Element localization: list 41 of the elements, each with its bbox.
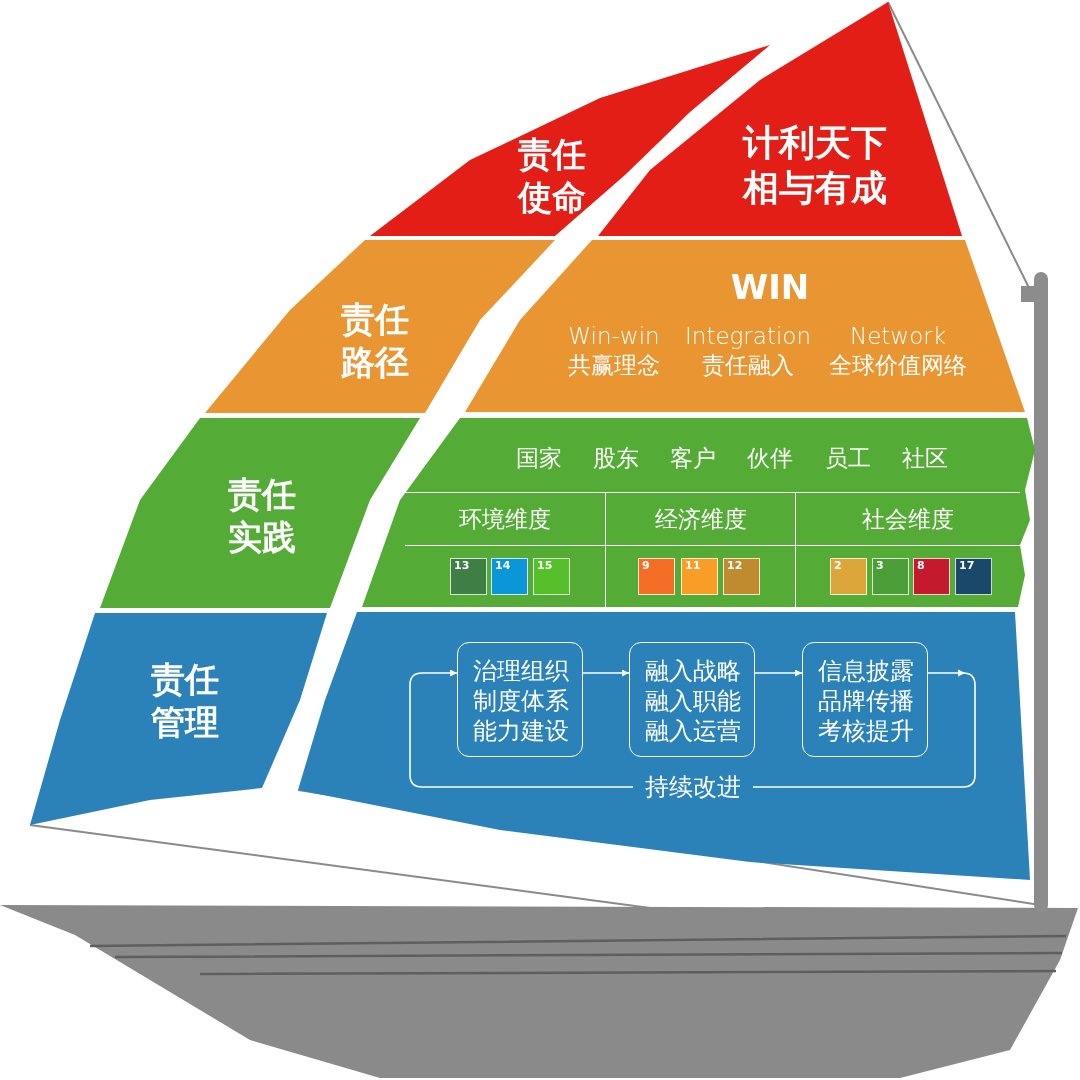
slogan-text: 计利天下相与有成 <box>741 121 888 210</box>
dimension-heading: 社会维度 <box>862 504 954 534</box>
stakeholder-label: 客户 <box>670 443 716 473</box>
step-text: 治理组织制度体系能力建设 <box>472 656 570 746</box>
stakeholder-label: 股东 <box>593 443 639 473</box>
sail-title: 责任实践 <box>227 472 297 558</box>
principle-text: Integration 责任融入 <box>685 322 811 380</box>
sail-title: 责任路径 <box>340 297 410 383</box>
stakeholder-label: 伙伴 <box>747 443 793 473</box>
goal-number: 13 <box>454 560 470 573</box>
principle-text: Network 全球价值网络 <box>829 322 967 380</box>
goal-number: 8 <box>917 560 925 573</box>
process-box <box>457 642 583 757</box>
process-box <box>629 642 755 757</box>
principle-text: Win-win 共赢理念 <box>568 322 660 380</box>
goal-number: 11 <box>685 560 701 573</box>
goal-number: 14 <box>495 560 511 573</box>
goal-number: 12 <box>727 560 743 573</box>
sail-band <box>598 2 962 236</box>
goal-number: 3 <box>876 560 884 573</box>
goal-number: 17 <box>959 560 975 573</box>
sail-band <box>465 240 1025 412</box>
sail-band <box>30 613 327 825</box>
step-text: 信息披露品牌传播考核提升 <box>817 656 915 746</box>
section-heading: WIN <box>730 265 810 309</box>
goal-number: 9 <box>642 560 650 573</box>
stakeholder-label: 员工 <box>825 443 871 473</box>
sail-band <box>205 240 555 413</box>
edge-label: 持续改进 <box>632 772 753 802</box>
process-box <box>802 642 928 757</box>
stakeholder-label: 社区 <box>902 443 948 473</box>
goal-number: 2 <box>834 560 842 573</box>
dimension-heading: 经济维度 <box>655 504 747 534</box>
goal-number: 15 <box>537 560 553 573</box>
sail-band <box>100 418 420 608</box>
dimension-heading: 环境维度 <box>459 504 551 534</box>
sail-title: 责任使命 <box>516 132 587 218</box>
sail-title: 责任管理 <box>150 657 220 743</box>
step-text: 融入战略融入职能融入运营 <box>644 656 742 746</box>
stakeholder-label: 国家 <box>516 443 562 473</box>
sail-band <box>298 612 1030 880</box>
